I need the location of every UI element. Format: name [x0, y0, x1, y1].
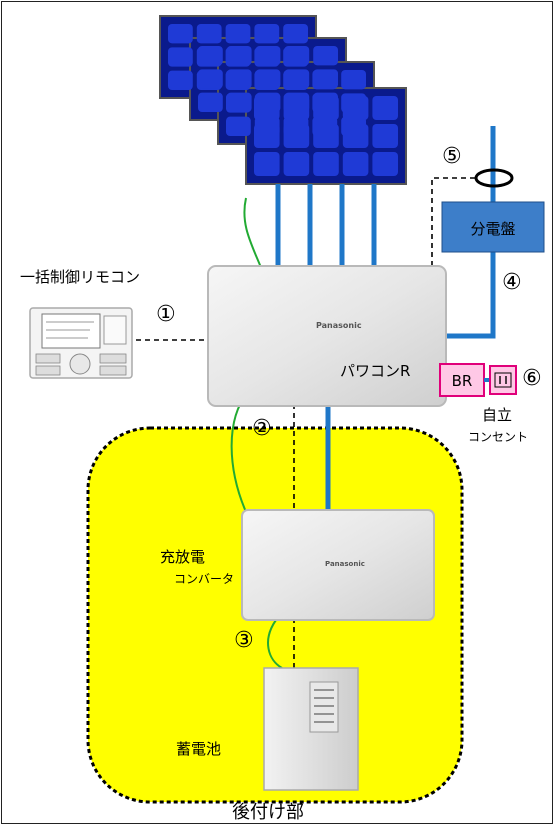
solar-cell [196, 24, 222, 44]
converter-label-1: 充放電 [160, 548, 206, 566]
solar-cell [284, 46, 310, 66]
marker-3: ③ [234, 628, 254, 653]
solar-cell [254, 24, 280, 44]
marker-1: ① [156, 302, 176, 327]
marker-5: ⑤ [442, 144, 462, 169]
solar-cell [168, 70, 193, 90]
remote-label: 一括制御リモコン [20, 268, 141, 286]
solar-cell [225, 24, 251, 44]
solar-cell [226, 46, 252, 66]
solar-cell [342, 152, 369, 176]
solar-cell [254, 70, 280, 90]
remote-controller [29, 307, 133, 379]
signal-cable-converter-to-battery [267, 619, 283, 669]
solar-cell [372, 124, 398, 148]
comm-lines [136, 177, 478, 668]
breaker [439, 363, 485, 397]
solar-cell [342, 96, 369, 120]
solar-cell [254, 152, 280, 176]
solar-cell [254, 96, 280, 120]
converter-label-2: コンバータ [174, 572, 235, 586]
power-conditioner [207, 265, 447, 407]
marker-4: ④ [502, 270, 522, 295]
charge-converter [241, 509, 435, 621]
ct-sensor [474, 168, 514, 188]
solar-cells [168, 24, 398, 176]
signal-cable-panel-to-pcs [243, 197, 263, 271]
marker-6: ⑥ [522, 366, 542, 391]
solar-cell [168, 24, 193, 44]
solar-cell [283, 124, 310, 148]
solar-cell [312, 70, 338, 90]
converter-brand: Panasonic [325, 560, 365, 568]
distribution-board [441, 201, 545, 253]
solar-cell [226, 116, 251, 136]
outlet-label-2: コンセント [468, 430, 529, 444]
solar-cell [283, 70, 309, 90]
pcs-label: パワコンR [340, 362, 411, 380]
remote-label-wrap [20, 290, 38, 304]
solar-cell [254, 124, 280, 148]
solar-cell [342, 124, 369, 148]
solar-cell [198, 69, 223, 89]
ac-line [444, 126, 496, 339]
outlet-socket-icon [494, 372, 512, 388]
solar-cell [313, 124, 339, 148]
solar-cell [168, 47, 193, 67]
marker-2: ② [252, 416, 272, 441]
solar-cell [283, 24, 308, 44]
solar-cell [226, 70, 251, 90]
solar-cell [372, 152, 398, 176]
solar-cell [198, 92, 223, 112]
solar-cell [226, 93, 251, 113]
dc-wires [275, 184, 377, 270]
solar-panel-array [159, 15, 407, 185]
battery-label: 蓄電池 [176, 740, 222, 758]
breaker-label: BR [452, 372, 473, 390]
retrofit-label: 後付け部 [232, 802, 304, 823]
solar-cell [313, 46, 338, 66]
solar-cell [255, 46, 281, 66]
outlet [489, 365, 517, 395]
pcs-brand: Panasonic [316, 321, 362, 330]
outlet-label-1: 自立 [482, 406, 513, 424]
storage-battery [263, 667, 359, 791]
solar-cell [283, 96, 310, 120]
distribution-board-label: 分電盤 [470, 220, 515, 238]
solar-cell [283, 152, 310, 176]
solar-cell [341, 70, 366, 90]
solar-cell [313, 96, 339, 120]
solar-cell [372, 96, 398, 120]
solar-cell [198, 46, 223, 66]
solar-cell [313, 152, 339, 176]
